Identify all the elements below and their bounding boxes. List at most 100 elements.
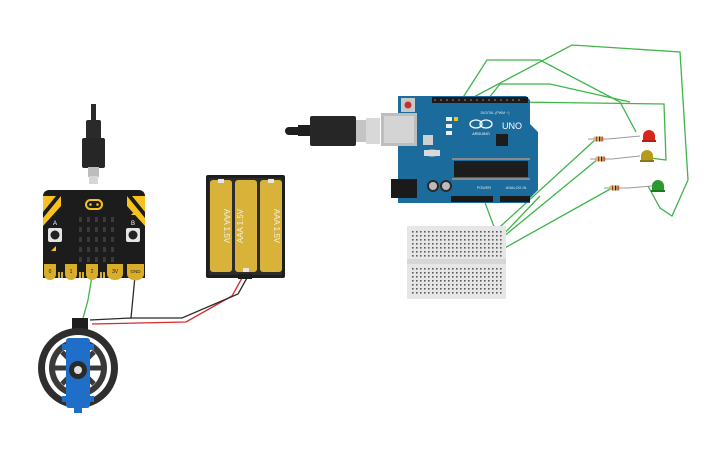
breadboard-hole (472, 239, 474, 241)
breadboard-hole (428, 247, 430, 249)
microbit-led-matrix (79, 217, 114, 262)
resistor-2[interactable] (590, 155, 641, 162)
breadboard-hole (472, 255, 474, 257)
breadboard-hole (452, 231, 454, 233)
led-red[interactable] (642, 130, 656, 142)
breadboard-hole (416, 255, 418, 257)
wire-microbit-gnd[interactable] (89, 275, 136, 321)
breadboard-hole (432, 268, 434, 270)
breadboard-hole (420, 280, 422, 282)
breadboard-hole (432, 235, 434, 237)
breadboard-hole (472, 268, 474, 270)
breadboard-hole (480, 280, 482, 282)
breadboard-hole (420, 288, 422, 290)
breadboard-hole (484, 288, 486, 290)
arduino-power-header[interactable] (451, 196, 493, 202)
breadboard-hole (480, 251, 482, 253)
wire-bb-res-red[interactable] (489, 138, 597, 237)
microbit-pin-0[interactable] (44, 264, 56, 280)
breadboard-hole (452, 251, 454, 253)
pin-2-label: 2 (91, 269, 94, 275)
wire-bb-res-green[interactable] (493, 187, 613, 255)
breadboard-hole (468, 239, 470, 241)
breadboard-hole (436, 255, 438, 257)
microbit-pin-3v[interactable] (107, 264, 123, 280)
breadboard-hole (496, 280, 498, 282)
microbit-pin-gnd[interactable] (127, 264, 144, 281)
breadboard-hole (492, 251, 494, 253)
breadboard-hole (424, 284, 426, 286)
breadboard-hole (416, 268, 418, 270)
arduino-digital-header[interactable] (432, 97, 528, 103)
servo-connector[interactable] (72, 318, 88, 330)
breadboard-hole (460, 280, 462, 282)
breadboard-hole (468, 231, 470, 233)
wire-battery-black[interactable] (130, 277, 248, 319)
breadboard-hole (492, 272, 494, 274)
breadboard-hole (468, 284, 470, 286)
breadboard-hole (460, 276, 462, 278)
led-green[interactable] (651, 180, 665, 192)
microbit-logo (85, 199, 103, 210)
breadboard-hole (456, 284, 458, 286)
breadboard-hole (432, 272, 434, 274)
breadboard-hole (440, 243, 442, 245)
breadboard-hole (452, 243, 454, 245)
microbit-button-a[interactable]: A (48, 221, 62, 242)
breadboard-hole (488, 251, 490, 253)
resistor-3[interactable] (604, 185, 653, 191)
usb-cable-icon[interactable] (285, 116, 380, 146)
usb-cable-icon[interactable] (82, 104, 105, 184)
breadboard-hole (496, 284, 498, 286)
microbit-board[interactable]: A B 0 1 2 3V GND (43, 190, 145, 281)
breadboard-hole (480, 292, 482, 294)
breadboard-hole (428, 243, 430, 245)
arduino-power-jack[interactable] (391, 179, 417, 198)
breadboard-hole (420, 235, 422, 237)
wire-arduino-top-1[interactable] (461, 59, 637, 133)
microbit-pin-2[interactable] (86, 264, 98, 280)
breadboard-hole (436, 268, 438, 270)
breadboard-hole (444, 235, 446, 237)
breadboard-hole (460, 272, 462, 274)
breadboard-hole (484, 276, 486, 278)
breadboard-hole (428, 268, 430, 270)
breadboard-hole (420, 255, 422, 257)
arduino-analog-header[interactable] (500, 196, 530, 202)
microbit-pin-1[interactable] (65, 264, 77, 280)
breadboard-hole (452, 292, 454, 294)
arduino-uno-board[interactable]: DIGITAL (PWM ~) ARDUINO UNO POWER ANALOG… (381, 96, 538, 203)
wire-arduino-top-2[interactable] (469, 44, 689, 217)
wire-arduino-top-4[interactable] (487, 83, 631, 103)
servo-motor-icon[interactable] (38, 318, 118, 413)
breadboard-hole (436, 231, 438, 233)
breadboard-hole (480, 243, 482, 245)
breadboard-hole (464, 235, 466, 237)
wire-microbit-servo-signal[interactable] (81, 275, 93, 323)
breadboard-hole (436, 276, 438, 278)
wire-bb-res-yellow[interactable] (491, 158, 599, 247)
breadboard-hole (424, 235, 426, 237)
breadboard-hole (456, 247, 458, 249)
wire-battery-red[interactable] (91, 277, 243, 325)
breadboard-hole (500, 239, 502, 241)
breadboard-hole (448, 268, 450, 270)
breadboard-hole (440, 268, 442, 270)
breadboard-hole (416, 288, 418, 290)
breadboard-hole (472, 280, 474, 282)
breadboard[interactable] (407, 226, 506, 299)
breadboard-hole (416, 280, 418, 282)
breadboard-hole (448, 276, 450, 278)
battery-pack[interactable]: AAA 1.5V AAA 1.5V AAA 1.5V (206, 175, 285, 279)
breadboard-hole (440, 231, 442, 233)
microbit-button-b[interactable]: B (126, 221, 140, 242)
led-yellow[interactable] (640, 150, 654, 162)
breadboard-hole (480, 235, 482, 237)
breadboard-hole (444, 255, 446, 257)
breadboard-hole (472, 276, 474, 278)
breadboard-hole (496, 235, 498, 237)
breadboard-hole (416, 276, 418, 278)
breadboard-hole (484, 231, 486, 233)
resistor-1[interactable] (588, 135, 641, 142)
